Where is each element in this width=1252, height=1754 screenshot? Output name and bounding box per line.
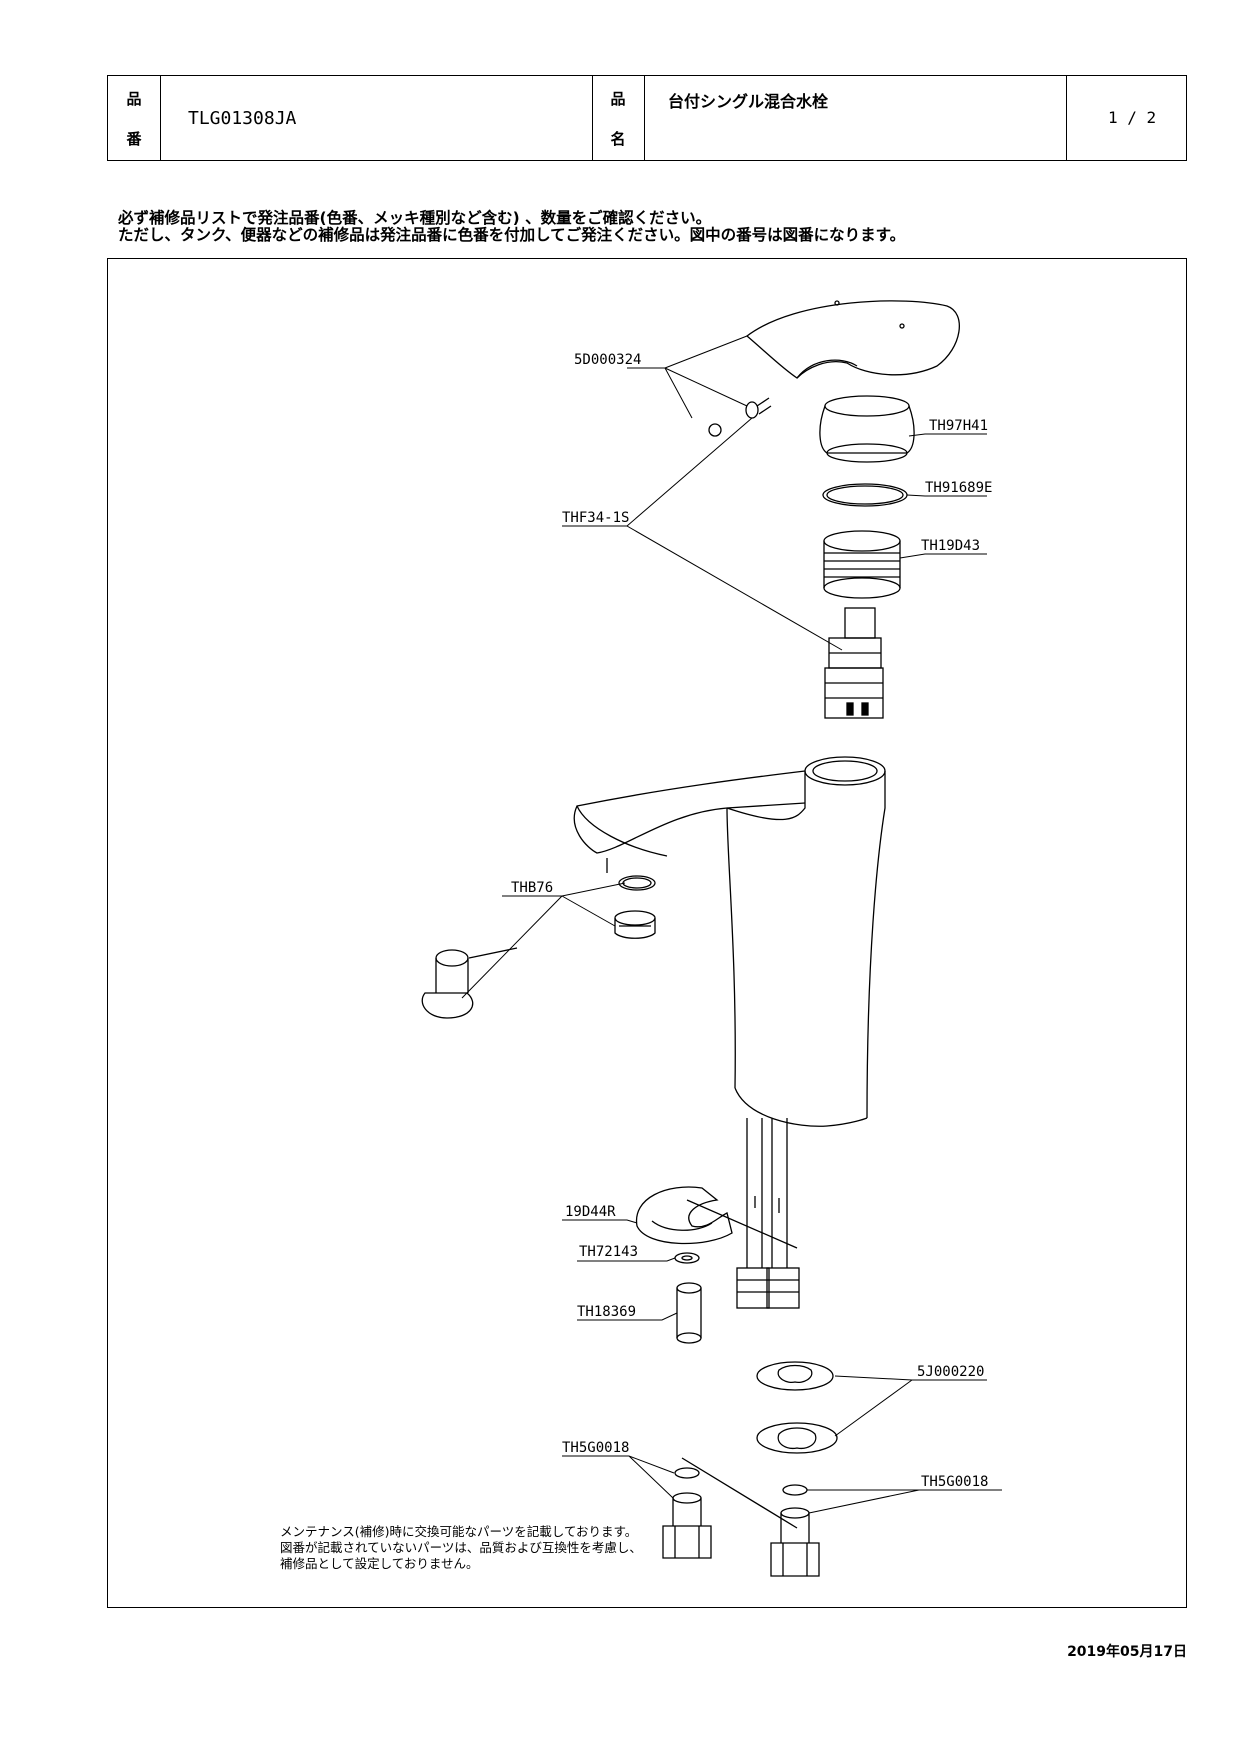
part-label-thf34-1s: THF34-1S [562,510,629,526]
right-adapter-drawing [770,1484,820,1577]
instruction-line-1: 必ず補修品リストで発注品番(色番、メッキ種別など含む) 、数量をご確認ください。 [118,209,712,227]
instructions: 必ず補修品リストで発注品番(色番、メッキ種別など含む) 、数量をご確認ください。… [118,210,905,244]
page-number: 1 / 2 [1108,108,1157,127]
assembly-link-line [681,1457,798,1529]
faucet-body-drawing [573,756,886,1127]
product-name: 台付シングル混合水栓 [668,92,829,111]
part-label-th5g0018-left: TH5G0018 [562,1440,629,1456]
part-label-19d44r: 19D44R [565,1204,616,1220]
stud-drawing [676,1282,702,1344]
leader-lines [461,335,1002,1514]
cap-drawing [819,395,915,463]
maintenance-note: メンテナンス(補修)時に交換可能なパーツを記載しております。 図番が記載されてい… [280,1524,642,1572]
drawing-frame [107,258,1187,1608]
part-label-th18369: TH18369 [577,1304,636,1320]
part-label-th5g0018-right: TH5G0018 [921,1474,988,1490]
fixing-plate-drawing [635,1186,733,1245]
cartridge-drawing [824,607,884,719]
product-name-label-2: 名 [610,130,626,148]
product-name-label-1: 品 [610,90,626,108]
part-number-label-2: 番 [126,130,142,148]
part-number: TLG01308JA [188,108,297,129]
handle-screw-drawing [708,397,772,437]
part-label-5d000324: 5D000324 [574,352,641,368]
washer-drawing [674,1252,700,1264]
note-line-2: 図番が記載されていないパーツは、品質および互換性を考慮し、 [280,1540,642,1555]
title-block: 品 番 TLG01308JA 品 名 台付シングル混合水栓 1 / 2 [107,75,1187,161]
note-line-1: メンテナンス(補修)時に交換可能なパーツを記載しております。 [280,1524,638,1539]
lever-handle-drawing [745,300,960,379]
supply-hoses-drawing [736,1118,800,1309]
part-label-th97h41: TH97H41 [929,418,988,434]
part-label-th19d43: TH19D43 [921,538,980,554]
o-ring-drawing [822,483,908,507]
issue-date: 2019年05月17日 [1067,1644,1187,1660]
mounting-plates-drawing [756,1361,838,1454]
note-line-3: 補修品として設定しておりません。 [280,1556,479,1571]
threaded-nut-drawing [823,530,901,599]
instruction-line-2: ただし、タンク、便器などの補修品は発注品番に色番を付加してご発注ください。図中の… [118,226,906,244]
part-label-5j000220: 5J000220 [917,1364,984,1380]
part-label-th72143: TH72143 [579,1244,638,1260]
part-number-label-1: 品 [126,90,142,108]
part-label-thb76: THB76 [511,880,553,896]
aerator-key-drawing [421,947,518,1019]
exploded-view-diagram: 5D000324 TH97H41 TH91689E THF34-1S TH19D… [421,300,1002,1577]
left-adapter-drawing [662,1467,712,1559]
part-label-th91689e: TH91689E [925,480,992,496]
aerator-drawing [614,875,656,939]
